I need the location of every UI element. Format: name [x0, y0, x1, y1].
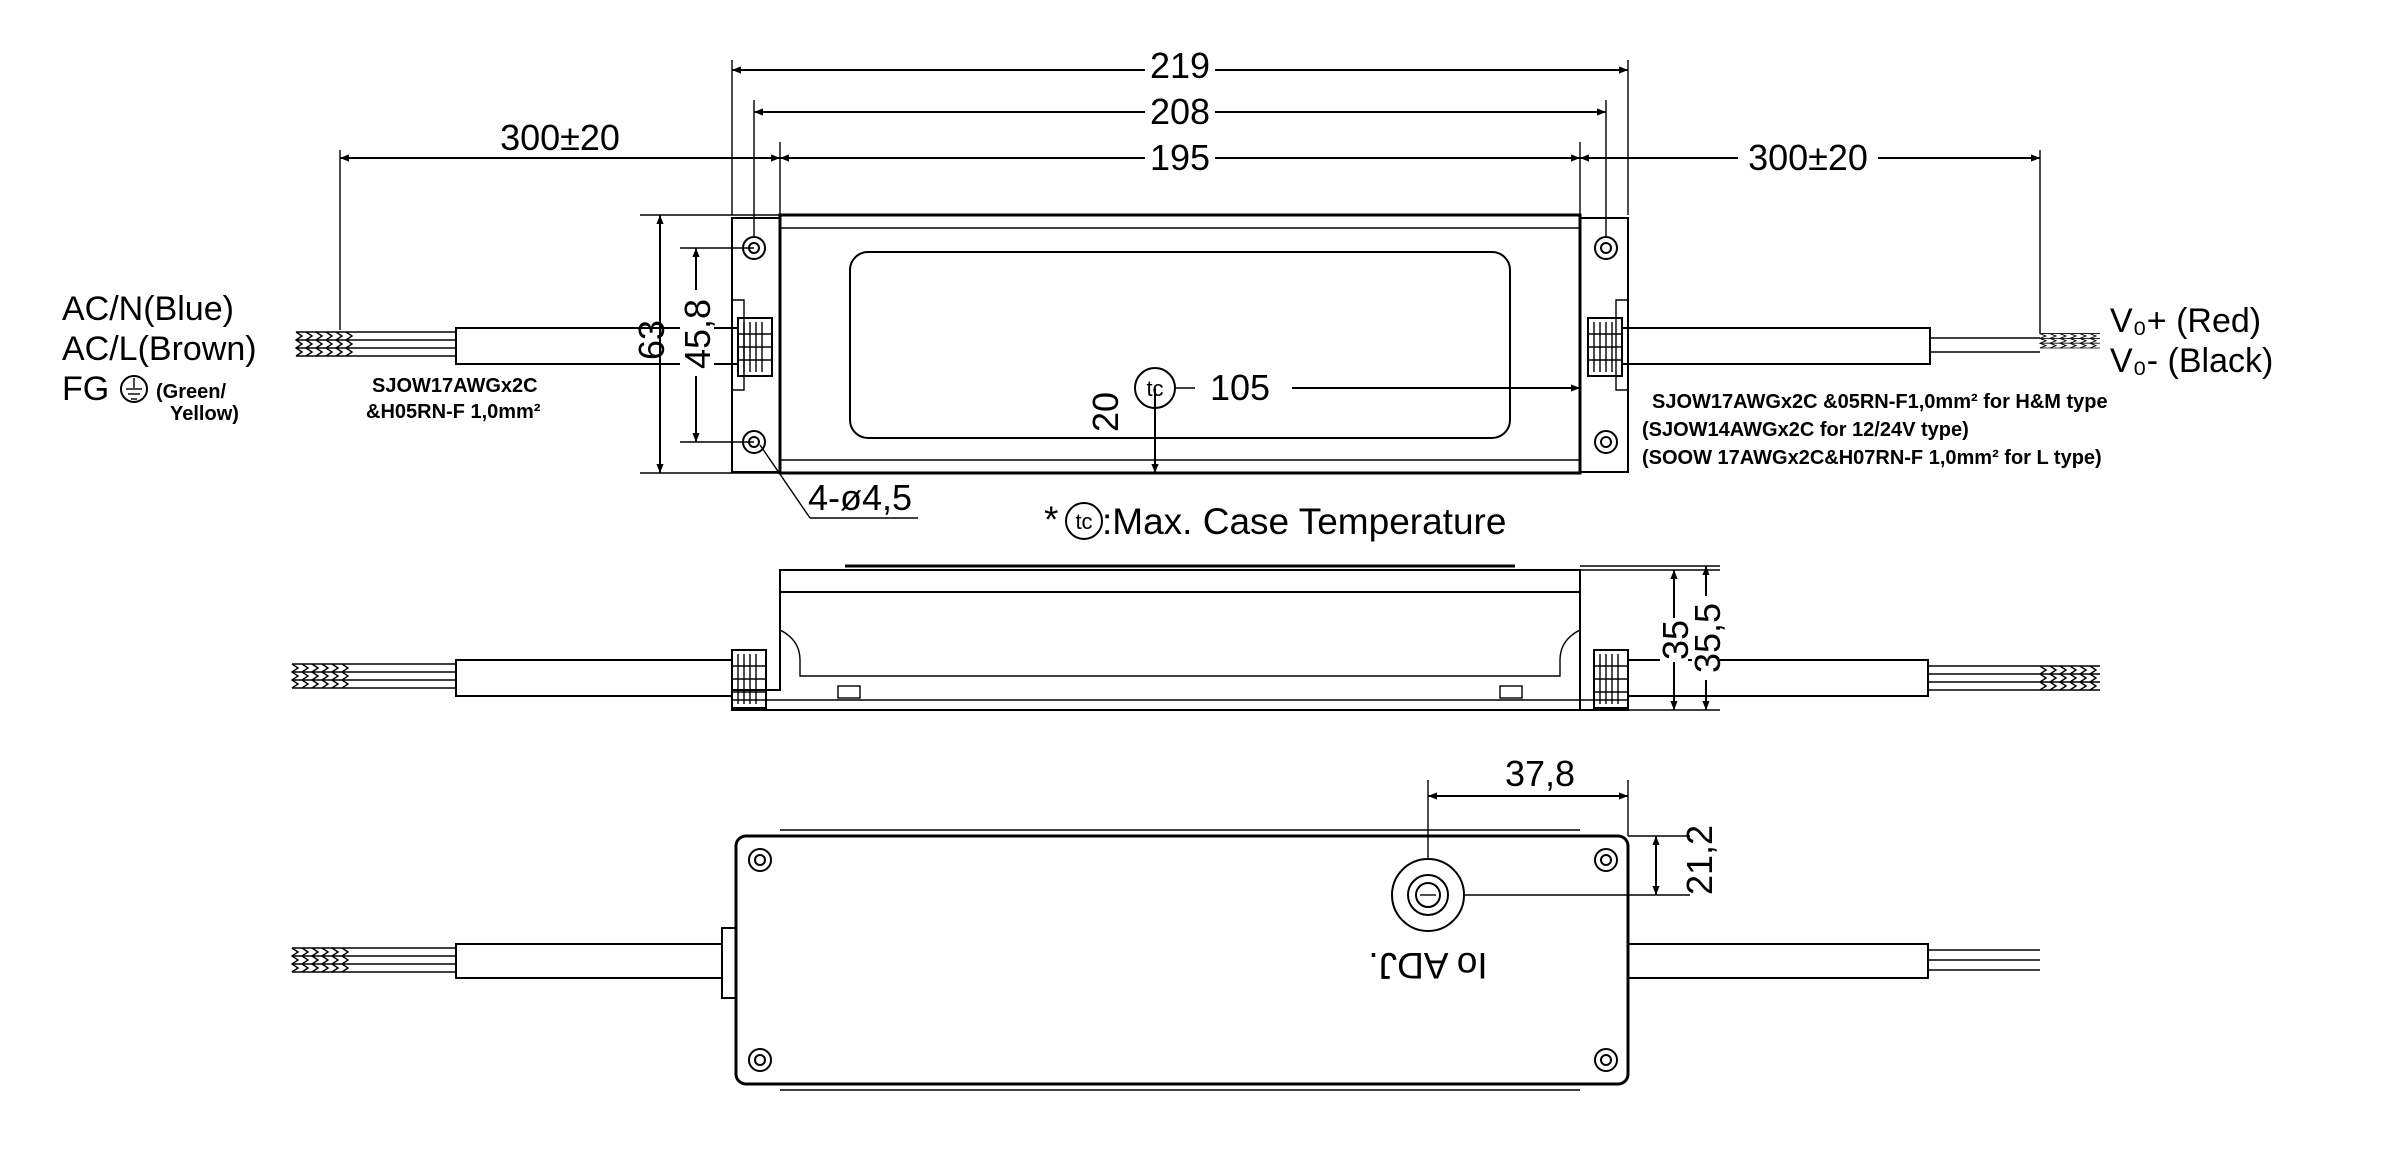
svg-text:tc: tc	[1075, 509, 1092, 534]
dim-body-length: 195	[1150, 137, 1210, 178]
input-cable-spec-2: &H05RN-F 1,0mm²	[366, 401, 541, 423]
output-cable-spec-2: (SJOW14AWGx2C for 12/24V type)	[1642, 419, 1969, 441]
input-wire-ends-icon	[291, 663, 353, 689]
dim-tc-offset: 20	[1085, 392, 1126, 432]
input-wire-ac-n: AC/N(Blue)	[62, 290, 234, 328]
current-adjust-potentiometer-icon	[1391, 858, 1465, 932]
dim-side-height: 35	[1655, 620, 1696, 660]
mount-hole-icon	[1594, 430, 1618, 454]
output-wire-v-minus: V₀- (Black)	[2110, 342, 2273, 380]
grommet-icon	[737, 317, 773, 377]
holes-label: 4-ø4,5	[808, 477, 912, 518]
output-wire-ends-icon	[2039, 332, 2101, 349]
adj-label: Io ADJ.	[1368, 945, 1487, 986]
side-view: 35 35,5	[291, 564, 2101, 711]
input-wire-ac-l: AC/L(Brown)	[62, 330, 257, 368]
dim-overall-length: 219	[1150, 45, 1210, 86]
case-temperature-text: :Max. Case Temperature	[1102, 501, 1506, 542]
svg-text:tc: tc	[1146, 376, 1163, 401]
top-view: 219 208 195 300±20 300±20 63 45,8	[62, 45, 2273, 519]
bottom-case-body	[734, 834, 1630, 1086]
input-wire-ends-icon	[291, 947, 353, 973]
tc-symbol-icon	[1065, 502, 1103, 540]
mount-hole-icon	[1594, 236, 1618, 260]
output-cable-spec-1: SJOW17AWGx2C &05RN-F1,0mm² for H&M type	[1652, 391, 2108, 413]
side-vent-slot	[837, 685, 861, 699]
input-cable	[455, 327, 739, 365]
dim-adj-x: 37,8	[1505, 753, 1575, 794]
mount-hole-icon	[748, 848, 772, 872]
fg-color-2: Yellow)	[170, 403, 239, 425]
dim-mount-height: 45,8	[677, 299, 718, 369]
dim-side-height-total: 35,5	[1687, 603, 1728, 673]
dim-output-wire-length: 300±20	[1748, 137, 1868, 178]
input-wire-ends-icon	[295, 331, 357, 357]
mount-hole-icon	[748, 1048, 772, 1072]
dim-input-wire-length: 300±20	[500, 117, 620, 158]
mount-hole-icon	[1594, 848, 1618, 872]
grommet-icon	[1587, 317, 1623, 377]
output-wire-ends-icon	[2039, 665, 2101, 691]
input-wire-fg: FG	[62, 370, 109, 408]
label-recess	[849, 251, 1511, 439]
case-temperature-note: * tc :Max. Case Temperature	[1044, 499, 1506, 542]
bottom-view: Io ADJ. 37,8 21,2	[291, 753, 2040, 1091]
ground-icon	[120, 375, 148, 403]
fg-color-1: (Green/	[156, 381, 226, 403]
dim-mounting-length: 208	[1150, 91, 1210, 132]
output-cable-spec-3: (SOOW 17AWGx2C&H07RN-F 1,0mm² for L type…	[1642, 447, 2102, 469]
svg-text:*: *	[1044, 499, 1058, 540]
top-case-body	[778, 213, 1582, 475]
input-cable-spec-1: SJOW17AWGx2C	[372, 375, 538, 397]
dim-height: 63	[631, 320, 672, 360]
dim-adj-y: 21,2	[1679, 825, 1720, 895]
output-wire-v-plus: V₀+ (Red)	[2110, 302, 2261, 340]
side-vent-slot	[1499, 685, 1523, 699]
mount-hole-icon	[1594, 1048, 1618, 1072]
output-cable	[1621, 327, 1931, 365]
dim-tc-position: 105	[1210, 367, 1270, 408]
